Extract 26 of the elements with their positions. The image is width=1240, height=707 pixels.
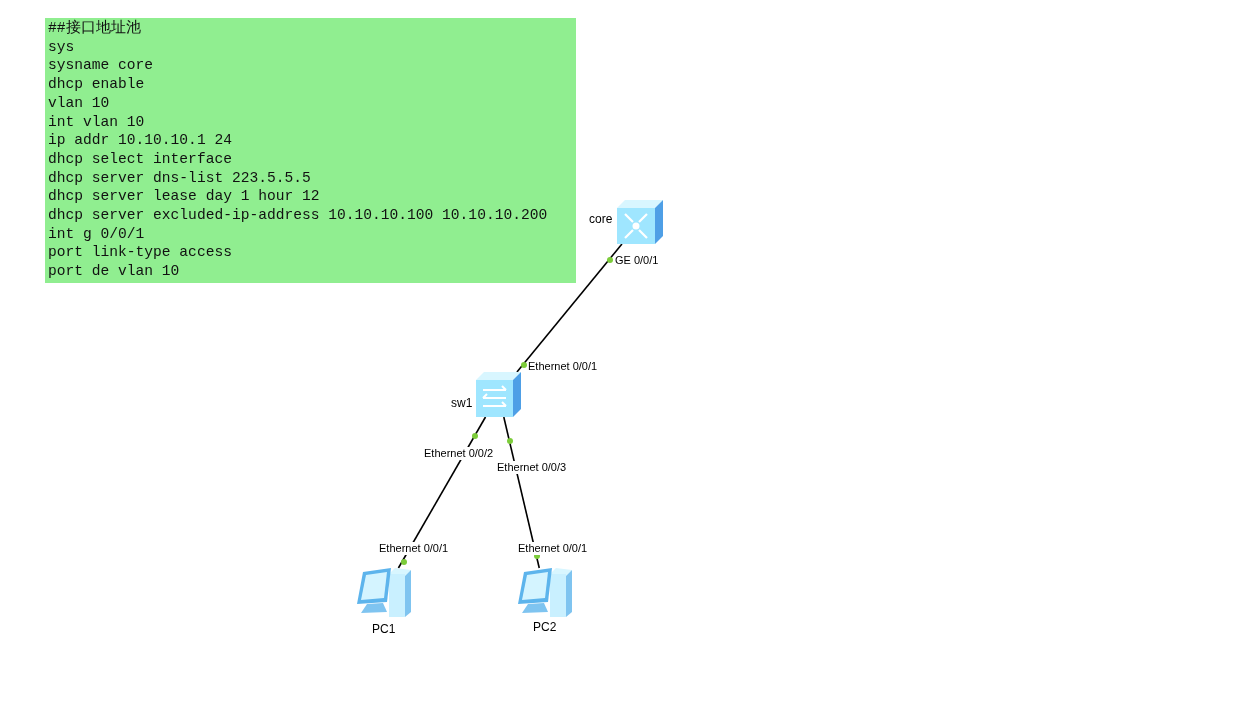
code-line: ##接口地址池	[48, 19, 141, 38]
code-line: dhcp select interface	[48, 149, 232, 169]
code-line: dhcp server lease day 1 hour 12	[48, 187, 320, 207]
port-label: Ethernet 0/0/1	[379, 542, 449, 555]
code-line: vlan 10	[48, 93, 110, 113]
network-link	[516, 243, 623, 373]
port-label: Ethernet 0/0/3	[497, 461, 567, 474]
code-line: int g 0/0/1	[48, 224, 145, 244]
port-label: Ethernet 0/0/1	[518, 542, 588, 555]
code-line: dhcp server dns-list 223.5.5.5	[48, 168, 311, 188]
port-label: Ethernet 0/0/2	[424, 447, 494, 460]
code-line: dhcp enable	[48, 75, 145, 94]
code-line: port link-type access	[48, 243, 232, 263]
code-panel	[45, 18, 576, 283]
device-label: PC2	[533, 620, 557, 634]
port-label: Ethernet 0/0/1	[528, 360, 598, 373]
code-line: ip addr 10.10.10.1 24	[48, 131, 232, 150]
code-line: sysname core	[48, 56, 154, 76]
device-label: core	[589, 212, 613, 226]
code-line: sys	[48, 37, 75, 57]
port-label: GE 0/0/1	[615, 254, 659, 267]
code-line: port de vlan 10	[48, 262, 180, 281]
code-line: int vlan 10	[48, 112, 145, 132]
device-label: sw1	[451, 396, 473, 410]
code-line: dhcp server excluded-ip-address 10.10.10.100 10.10.10.200	[48, 206, 548, 225]
device-label: PC1	[372, 622, 396, 636]
